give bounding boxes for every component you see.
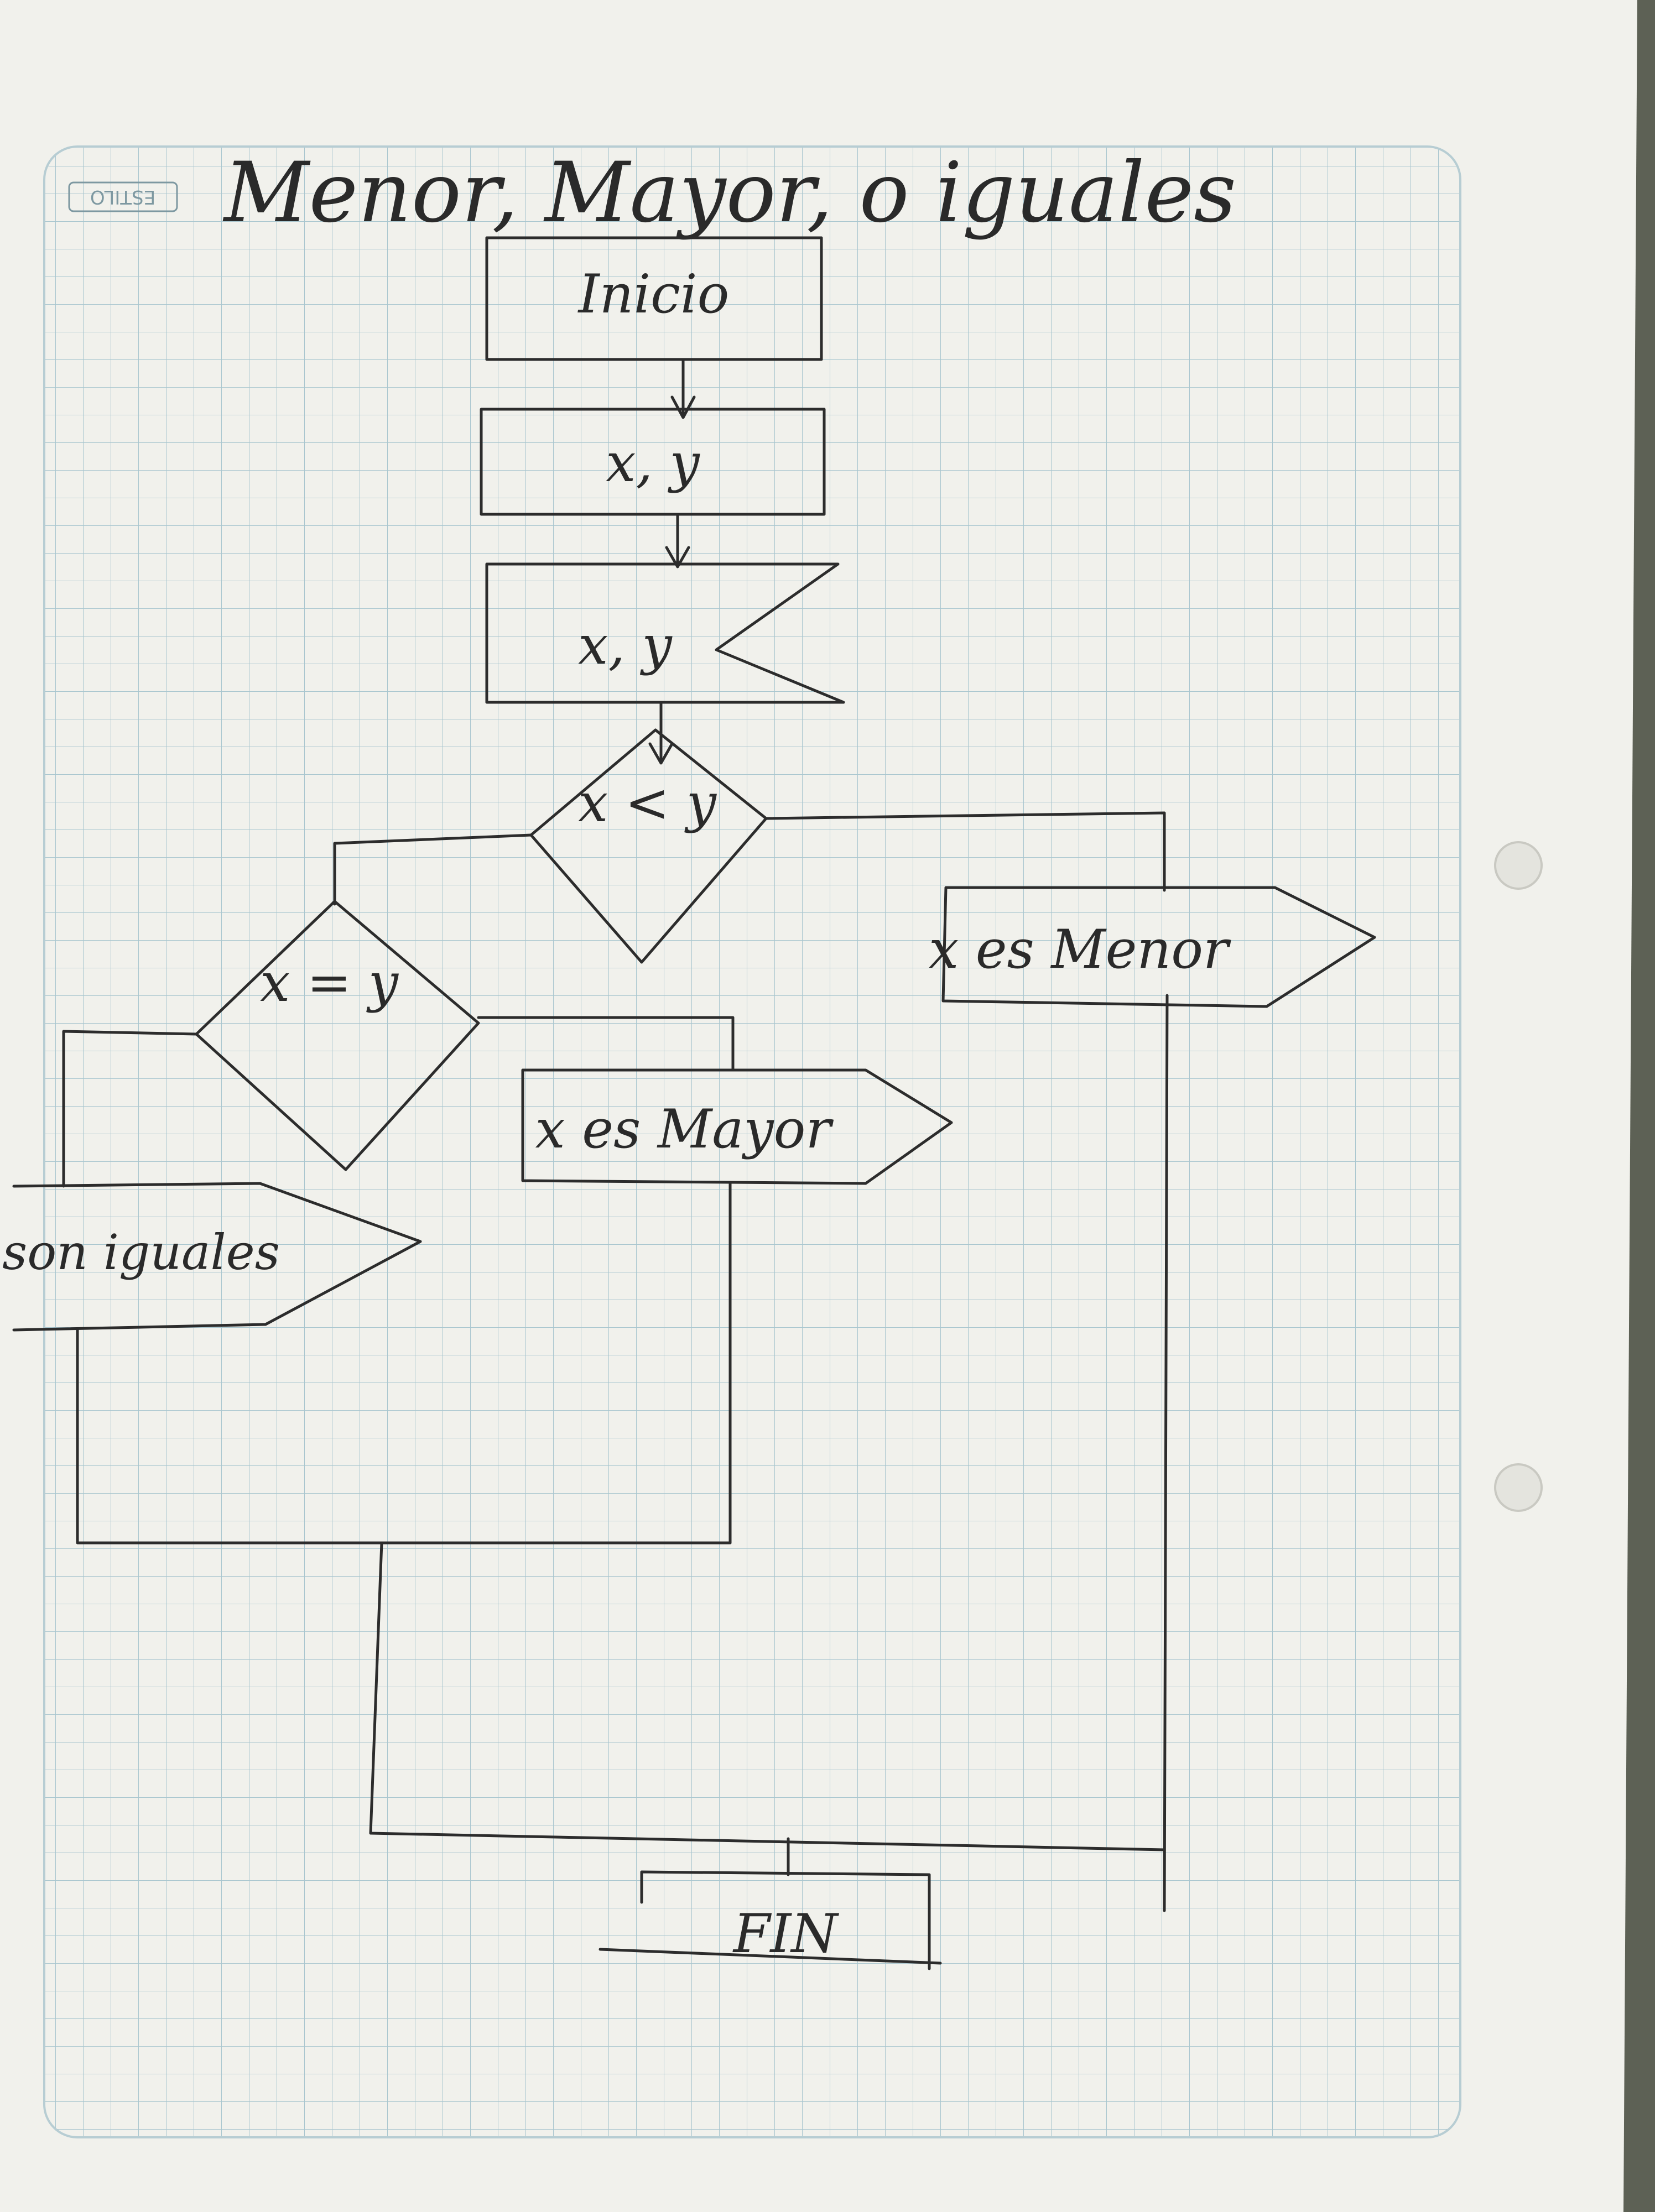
end-node: FIN bbox=[598, 1870, 942, 1970]
connector-merge-fin bbox=[369, 1541, 1166, 1851]
connector-equal-no bbox=[477, 1016, 735, 1072]
display-label: x, y bbox=[578, 614, 673, 676]
connector-equal-yes bbox=[62, 1030, 198, 1188]
decision-equal-node: x = y bbox=[195, 900, 480, 1171]
mayor-output-node: x es Mayor bbox=[521, 1068, 953, 1185]
menor-label: x es Menor bbox=[929, 919, 1231, 980]
connector-iguales-merge bbox=[76, 1328, 732, 1545]
start-label: Inicio bbox=[577, 263, 730, 325]
brand-label: ESTILO bbox=[90, 186, 155, 208]
end-label: FIN bbox=[732, 1903, 840, 1965]
input-label: x, y bbox=[606, 432, 700, 494]
start-node: Inicio bbox=[485, 236, 823, 361]
mayor-label: x es Mayor bbox=[535, 1098, 834, 1160]
iguales-output-node: son iguales bbox=[2, 1182, 422, 1332]
decision-less-node: x < y bbox=[529, 728, 768, 964]
page-title: Menor, Mayor, o iguales bbox=[222, 145, 1236, 241]
display-node: x, y bbox=[485, 562, 845, 704]
decision-less-label: x < y bbox=[578, 772, 717, 834]
grid-area bbox=[43, 145, 1461, 2138]
iguales-label: son iguales bbox=[2, 1224, 280, 1281]
connector-less-yes bbox=[764, 811, 1166, 892]
input-node: x, y bbox=[480, 408, 826, 516]
menor-output-node: x es Menor bbox=[929, 886, 1376, 1008]
arrow-input-display bbox=[665, 513, 690, 568]
punch-hole-bottom bbox=[1494, 1463, 1543, 1512]
brand-box bbox=[68, 181, 178, 212]
decision-equal-label: x = y bbox=[260, 952, 399, 1014]
punch-hole-top bbox=[1494, 841, 1543, 890]
connector-menor-fin bbox=[1163, 994, 1169, 1912]
connector-less-no bbox=[333, 833, 533, 906]
